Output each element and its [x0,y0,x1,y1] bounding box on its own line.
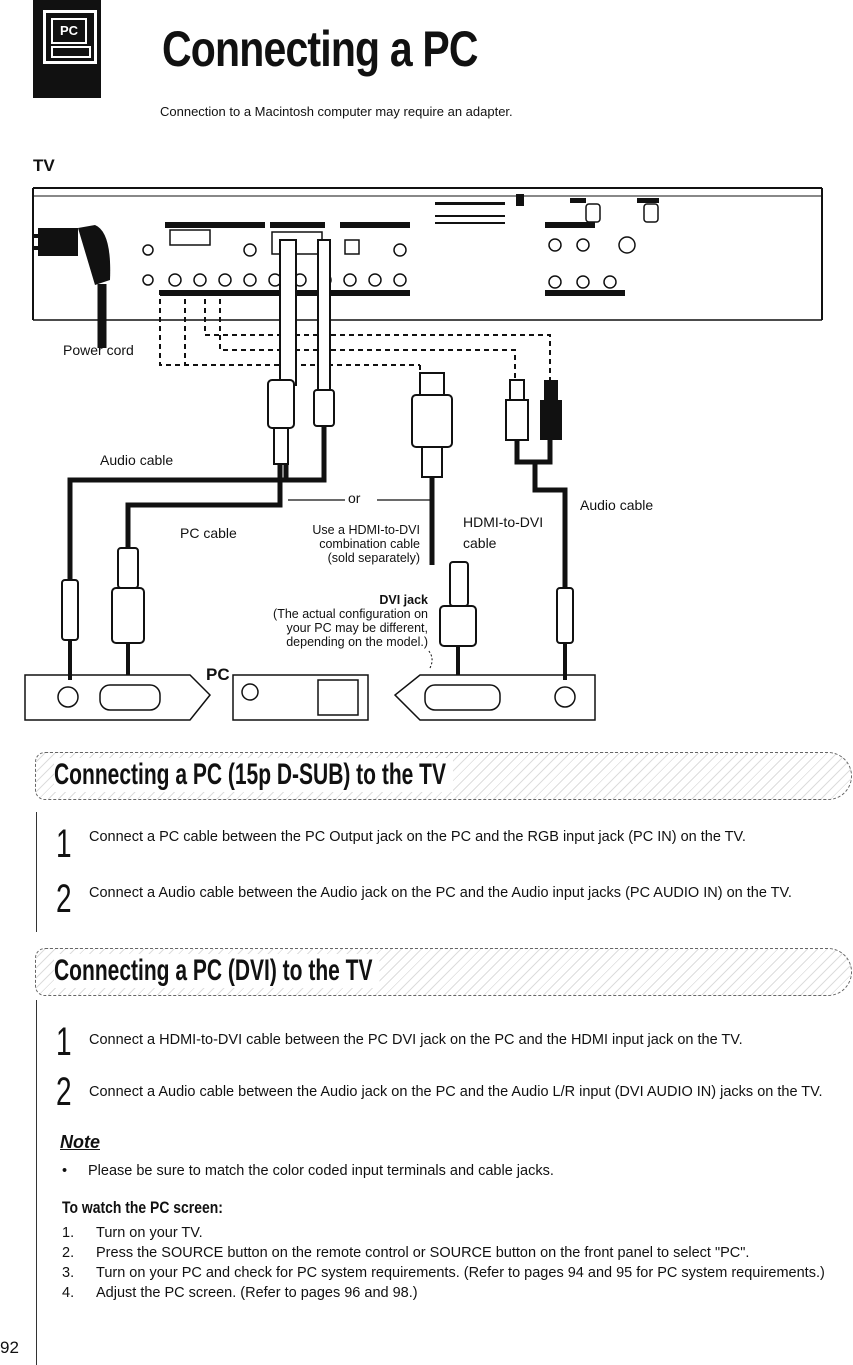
audio-cable-left-label: Audio cable [100,452,174,468]
pc-label: PC [206,665,230,684]
pc-back-panel-left [24,674,212,721]
note-title: Note [60,1132,100,1152]
or-label: or [348,490,361,506]
rca-audio-plugs [505,379,562,441]
power-cord-label: Power cord [63,342,134,358]
step-number: 1 [56,1020,72,1064]
page-subtitle: Connection to a Macintosh computer may r… [160,104,513,119]
section-header-dsub: Connecting a PC (15p D-SUB) to the TV [35,752,852,800]
watch-steps-list: 1.Turn on your TV. 2.Press the SOURCE bu… [62,1223,847,1303]
dvi-jack-label: DVI jack [379,593,428,607]
list-item: 2.Press the SOURCE button on the remote … [62,1245,750,1261]
pc-back-panel-right [393,674,596,721]
page-title: Connecting a PC [162,21,479,77]
hdmi-dvi-label: HDMI-to-DVI cable [463,514,544,551]
section-header-dvi: Connecting a PC (DVI) to the TV [35,948,852,996]
step-number: 2 [56,1070,72,1114]
audio-cable-right-label: Audio cable [580,497,654,513]
pc-tower-icon [232,674,369,721]
connection-diagram [24,187,823,721]
step-number: 1 [56,822,72,866]
combo-cable-note: Use a HDMI-to-DVI combination cable (sol… [312,523,420,565]
logo-text: PC [51,18,87,44]
pc-cable-connector [267,239,335,465]
pc-monitor-icon: PC [43,10,97,64]
pc-cable-label: PC cable [180,525,237,541]
step-text: Connect a Audio cable between the Audio … [89,1084,823,1100]
step-text: Connect a Audio cable between the Audio … [89,885,792,901]
page-number: 92 [0,1338,19,1357]
pc-logo: PC [33,0,101,98]
list-item: 3.Turn on your PC and check for PC syste… [62,1265,825,1281]
step-text: Connect a PC cable between the PC Output… [89,829,746,845]
tv-back-panel [32,187,823,321]
power-plug-icon [34,225,111,285]
list-item: 4.Adjust the PC screen. (Refer to pages … [62,1285,418,1301]
hdmi-connector [411,372,453,478]
list-item: 1.Turn on your TV. [62,1225,203,1241]
section-title-dsub: Connecting a PC (15p D-SUB) to the TV [54,758,454,792]
step-number: 2 [56,877,72,921]
note-item: •Please be sure to match the color coded… [62,1163,554,1179]
section-title-dvi: Connecting a PC (DVI) to the TV [54,954,380,988]
tv-label: TV [33,156,55,175]
dvi-config-note: (The actual configuration on your PC may… [273,607,428,649]
watch-title: To watch the PC screen: [62,1198,223,1217]
step-text: Connect a HDMI-to-DVI cable between the … [89,1032,743,1048]
